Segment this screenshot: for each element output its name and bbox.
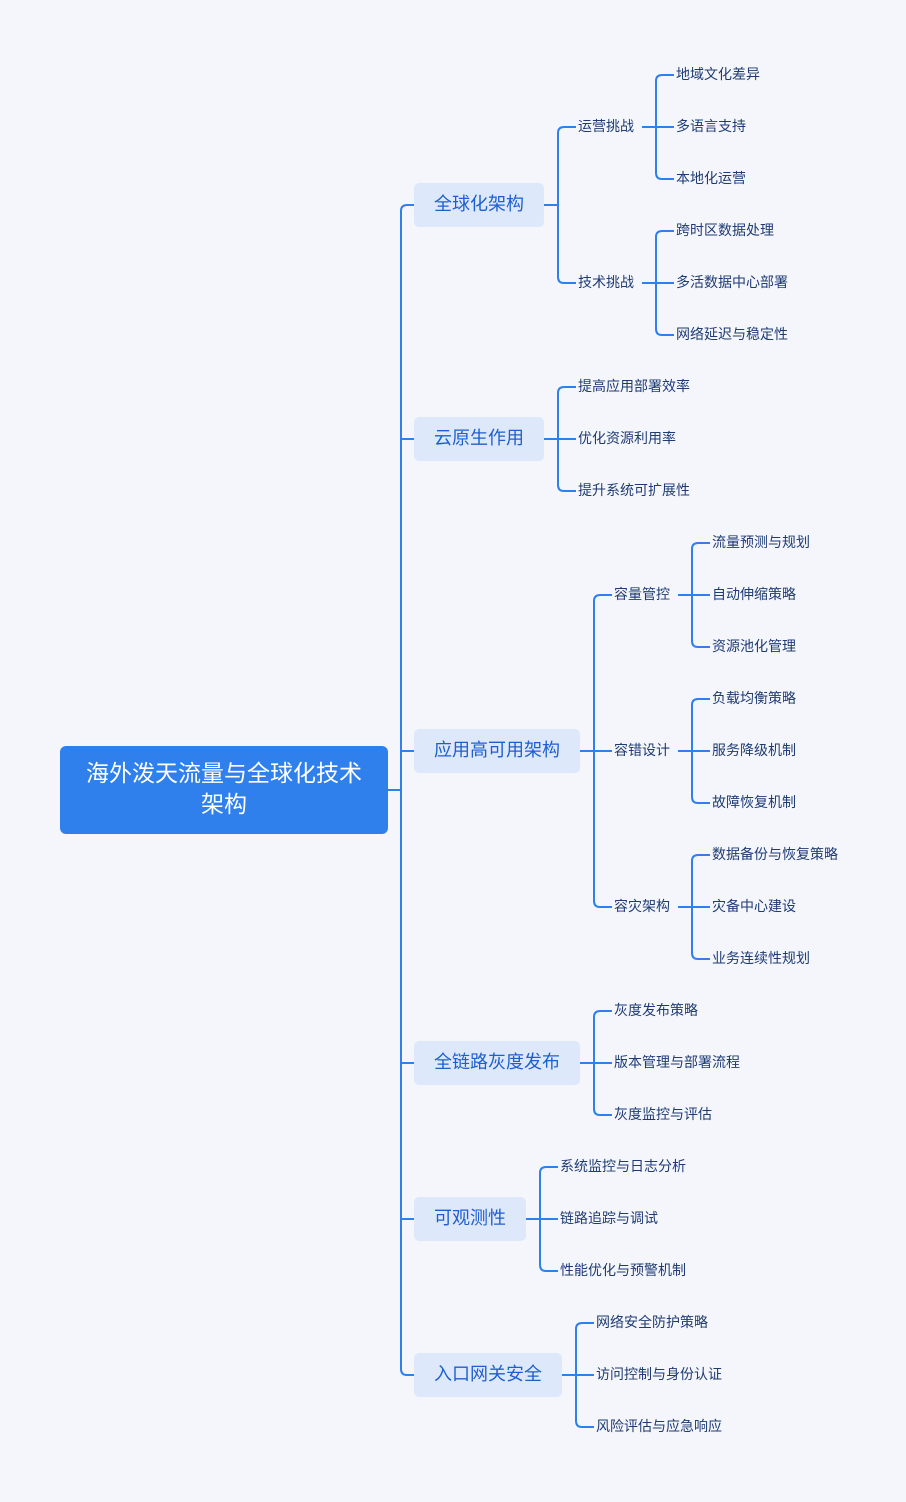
leaf-node[interactable]: 网络安全防护策略 (596, 1315, 708, 1331)
sub-node[interactable]: 容量管控 (614, 587, 670, 603)
leaf-node[interactable]: 访问控制与身份认证 (596, 1367, 722, 1383)
sub-node[interactable]: 容错设计 (614, 743, 670, 759)
leaf-node[interactable]: 提高应用部署效率 (578, 379, 690, 395)
leaf-node[interactable]: 灰度发布策略 (614, 1003, 698, 1019)
leaf-node[interactable]: 系统监控与日志分析 (560, 1159, 686, 1175)
leaf-node[interactable]: 跨时区数据处理 (676, 223, 774, 239)
leaf-node[interactable]: 性能优化与预警机制 (560, 1263, 686, 1279)
leaf-node[interactable]: 故障恢复机制 (712, 795, 796, 811)
leaf-node[interactable]: 优化资源利用率 (578, 431, 676, 447)
leaf-node[interactable]: 资源池化管理 (712, 639, 796, 655)
leaf-node[interactable]: 数据备份与恢复策略 (712, 847, 838, 863)
leaf-node[interactable]: 地域文化差异 (676, 67, 760, 83)
leaf-node[interactable]: 业务连续性规划 (712, 951, 810, 967)
leaf-node[interactable]: 负载均衡策略 (712, 691, 796, 707)
leaf-node[interactable]: 流量预测与规划 (712, 535, 810, 551)
leaf-node[interactable]: 多活数据中心部署 (676, 275, 788, 291)
leaf-node[interactable]: 提升系统可扩展性 (578, 483, 690, 499)
leaf-node[interactable]: 多语言支持 (676, 119, 746, 135)
branch-node[interactable]: 入口网关安全 (414, 1353, 562, 1397)
leaf-node[interactable]: 网络延迟与稳定性 (676, 327, 788, 343)
leaf-node[interactable]: 灾备中心建设 (712, 899, 796, 915)
branch-node[interactable]: 全链路灰度发布 (414, 1041, 580, 1085)
sub-node[interactable]: 技术挑战 (578, 275, 634, 291)
leaf-node[interactable]: 本地化运营 (676, 171, 746, 187)
branch-node[interactable]: 应用高可用架构 (414, 729, 580, 773)
leaf-node[interactable]: 风险评估与应急响应 (596, 1419, 722, 1435)
sub-node[interactable]: 容灾架构 (614, 899, 670, 915)
leaf-node[interactable]: 版本管理与部署流程 (614, 1055, 740, 1071)
leaf-node[interactable]: 链路追踪与调试 (560, 1211, 658, 1227)
branch-node[interactable]: 全球化架构 (414, 183, 544, 227)
sub-node[interactable]: 运营挑战 (578, 119, 634, 135)
branch-node[interactable]: 云原生作用 (414, 417, 544, 461)
leaf-node[interactable]: 服务降级机制 (712, 743, 796, 759)
leaf-node[interactable]: 灰度监控与评估 (614, 1107, 712, 1123)
branch-node[interactable]: 可观测性 (414, 1197, 526, 1241)
root-node[interactable]: 海外泼天流量与全球化技术架构 (60, 746, 388, 834)
leaf-node[interactable]: 自动伸缩策略 (712, 587, 796, 603)
